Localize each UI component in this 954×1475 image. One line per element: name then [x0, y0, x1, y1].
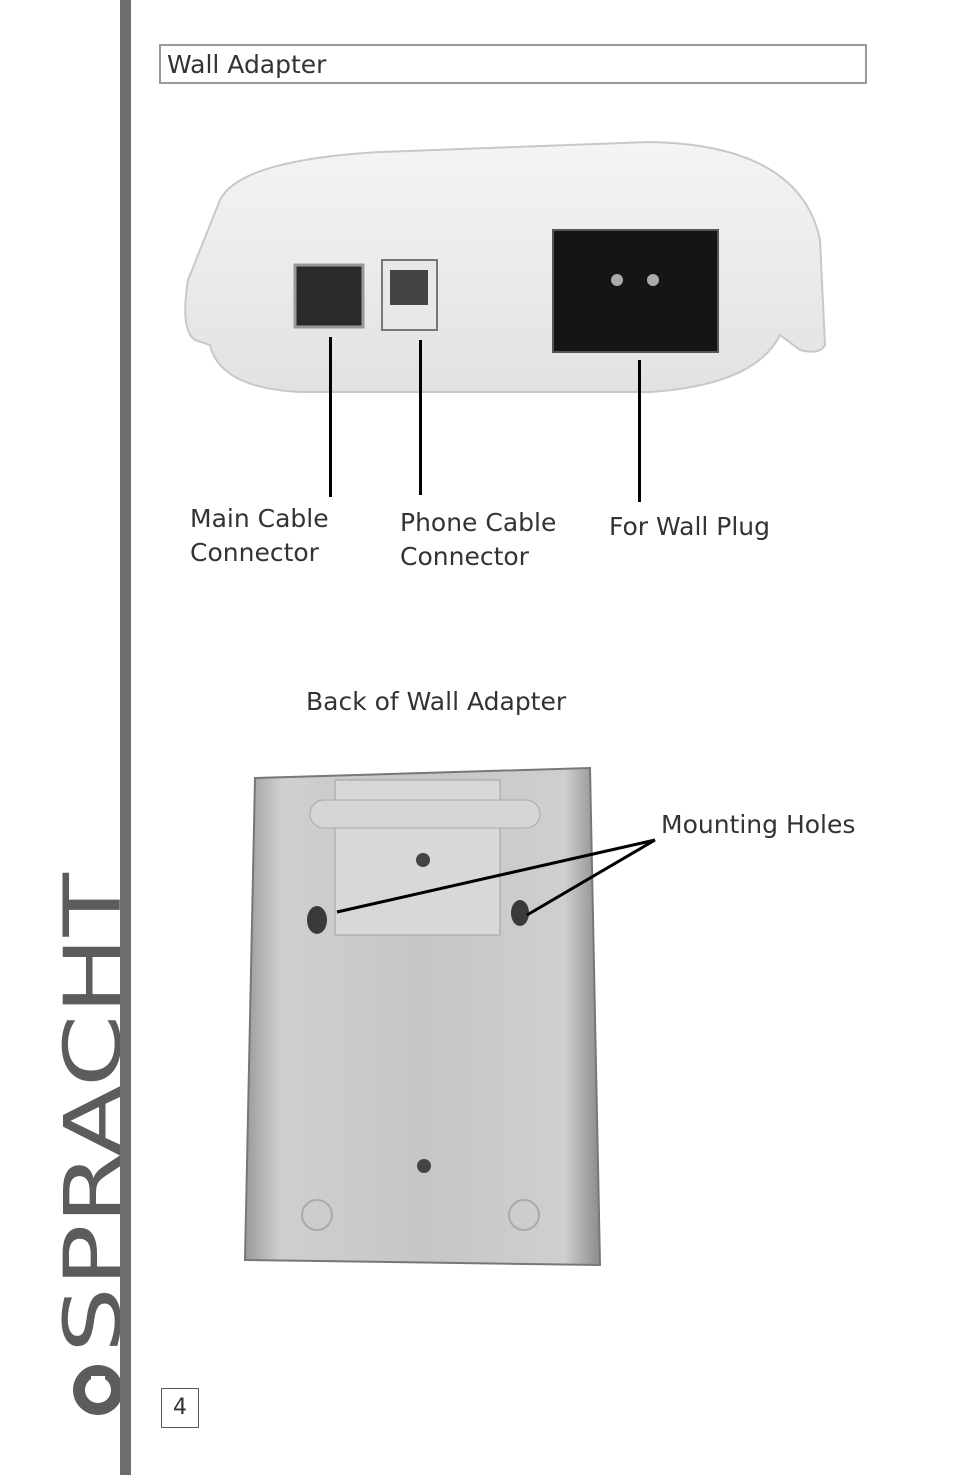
label-phone-cable-line2: Connector [400, 542, 529, 571]
label-phone-cable-line1: Phone Cable [400, 508, 557, 537]
sidebar-bar [120, 0, 131, 1475]
wall-adapter-front-photo [180, 130, 840, 415]
section-title: Wall Adapter [167, 50, 327, 79]
spracht-logo-graphic: SPRACHT [49, 873, 139, 1415]
spracht-logo: SPRACHT [30, 860, 139, 1420]
page-number: 4 [173, 1395, 187, 1420]
pointer-main-cable [329, 337, 332, 497]
label-phone-cable: Phone Cable Connector [400, 506, 556, 574]
back-view-caption: Back of Wall Adapter [306, 687, 567, 716]
label-mounting-holes: Mounting Holes [661, 810, 856, 839]
section-title-box: Wall Adapter [159, 44, 867, 84]
label-main-cable-line2: Connector [190, 538, 319, 567]
label-wall-plug: For Wall Plug [609, 512, 771, 541]
pointer-phone-cable [419, 340, 422, 495]
page-number-box: 4 [161, 1388, 199, 1428]
wall-adapter-back-photo [240, 760, 620, 1280]
label-main-cable: Main Cable Connector [190, 502, 329, 570]
svg-text:SPRACHT: SPRACHT [49, 873, 120, 1353]
label-main-cable-line1: Main Cable [190, 504, 329, 533]
pointer-wall-plug [638, 360, 641, 502]
